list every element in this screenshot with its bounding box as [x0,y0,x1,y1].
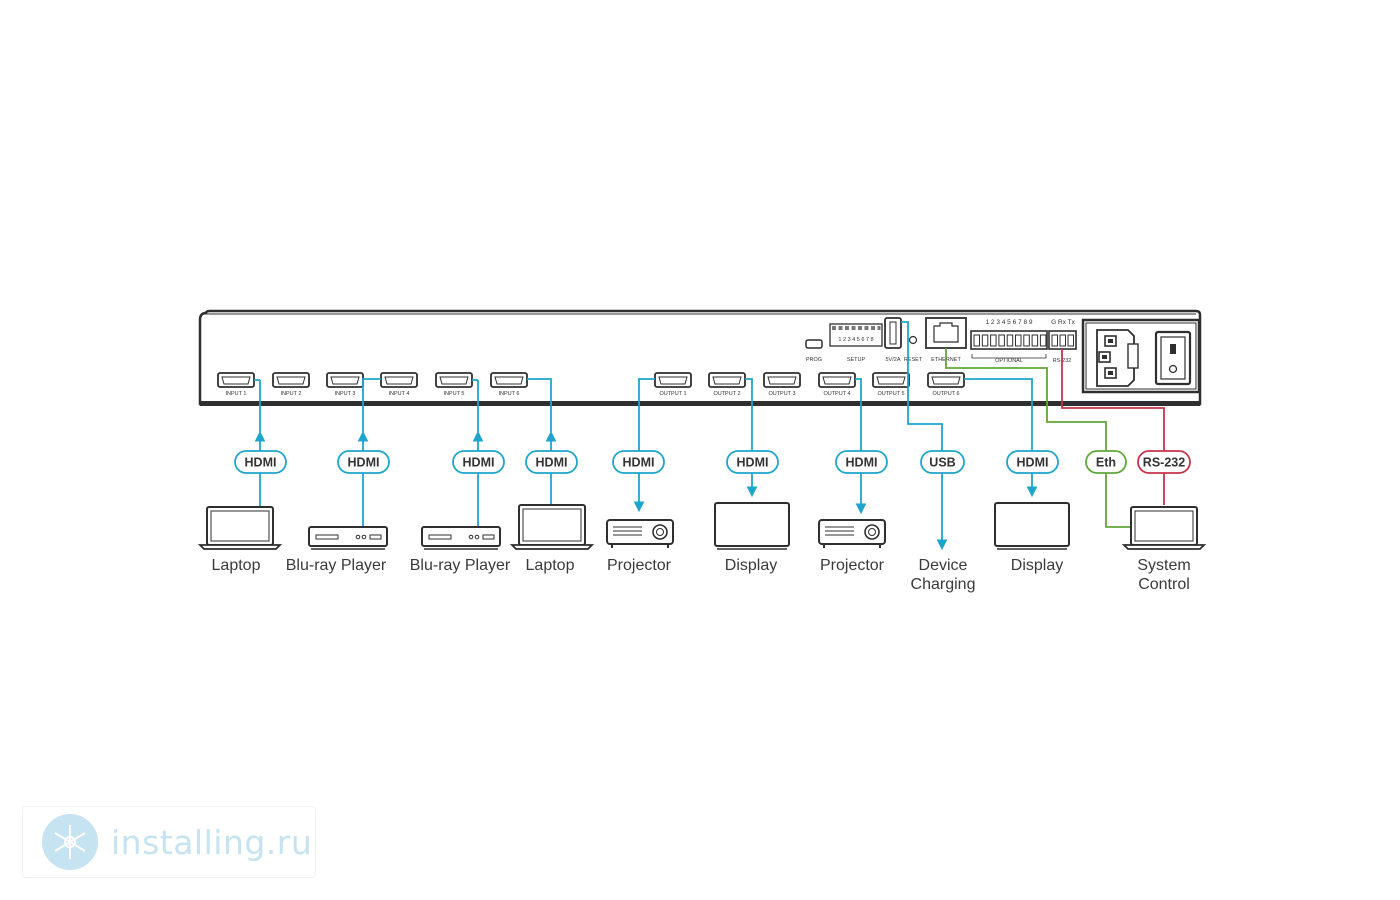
hdmi-output-port-1[interactable]: OUTPUT 1 [654,372,692,397]
hdmi-input-port-6[interactable]: INPUT 6 [490,372,528,397]
device-label: Control [1138,576,1190,593]
output-port-label: OUTPUT 6 [932,391,959,397]
laptop-icon [509,504,595,550]
display-icon [994,502,1070,550]
device-label: Charging [911,576,976,593]
projector-icon [818,519,886,548]
output-port-label: OUTPUT 2 [713,391,740,397]
laptop-icon [1121,506,1207,550]
device-label: System [1137,557,1190,574]
hdmi-output-port-3[interactable]: OUTPUT 3 [763,372,801,397]
output-port-label: OUTPUT 3 [768,391,795,397]
output-port-label: OUTPUT 1 [659,391,686,397]
prog-port[interactable]: PROG [805,339,823,363]
cable-label-usb: USB [920,450,965,474]
svg-text:RS-232: RS-232 [1143,456,1185,470]
power-switch[interactable] [1154,330,1192,386]
device-label: Display [1011,557,1063,574]
laptop-icon [197,506,283,550]
cable-labels: HDMI HDMI HDMI HDMI HDMI HDMI HDMI USB [234,450,1191,474]
reset-button[interactable]: RESET [904,335,923,364]
device-label: Projector [820,557,885,574]
output-ports: OUTPUT 1 OUTPUT 2 OUTPUT 3 OUTPUT 4 OUTP… [654,372,965,397]
terminal-numbers: 1 2 3 4 5 6 7 8 9 [986,319,1033,326]
cable-label-eth: Eth [1085,450,1127,474]
setup-label: SETUP [847,357,866,363]
svg-text:HDMI: HDMI [846,456,878,470]
svg-text:Eth: Eth [1096,456,1116,470]
hdmi-output-port-4[interactable]: OUTPUT 4 [818,372,856,397]
power-inlet-icon [1096,329,1139,387]
device-label: Laptop [526,557,575,574]
usb-label: 5V/2A [886,357,901,363]
optional-terminal-block[interactable]: 1 2 3 4 5 6 7 8 9 OPTIONAL [970,319,1048,364]
cable-label-hdmi: HDMI [234,450,287,474]
hdmi-input-port-4[interactable]: INPUT 4 [380,372,418,397]
svg-text:USB: USB [929,456,955,470]
input-port-label: INPUT 5 [444,391,465,397]
cable-label-hdmi: HDMI [612,450,665,474]
rs232-pins: G Rx Tx [1051,319,1075,326]
svg-text:HDMI: HDMI [245,456,277,470]
cable-label-hdmi: HDMI [337,450,390,474]
cable-label-hdmi: HDMI [726,450,779,474]
device-label: Laptop [212,557,261,574]
svg-text:HDMI: HDMI [737,456,769,470]
hdmi-output-port-2[interactable]: OUTPUT 2 [708,372,746,397]
device-label: Blu-ray Player [410,557,511,574]
devices [197,502,1207,550]
svg-text:HDMI: HDMI [348,456,380,470]
input-port-label: INPUT 3 [335,391,356,397]
cable-label-hdmi: HDMI [452,450,505,474]
hdmi-input-port-2[interactable]: INPUT 2 [272,372,310,397]
blu-ray-player-icon [308,526,388,550]
device-label: Projector [607,557,672,574]
hdmi-output-port-5[interactable]: OUTPUT 5 [872,372,910,397]
output-port-label: OUTPUT 5 [877,391,904,397]
blu-ray-player-icon [421,526,501,550]
watermark-text: installing.ru [111,822,313,862]
display-icon [714,502,790,550]
setup-dip-switch[interactable]: 1 2 3 4 5 6 7 8 SETUP [829,323,883,363]
cable-label-rs232: RS-232 [1137,450,1191,474]
svg-text:HDMI: HDMI [536,456,568,470]
input-port-label: INPUT 1 [226,391,247,397]
prog-label: PROG [806,357,822,363]
device-label: Device [919,557,968,574]
cable-label-hdmi: HDMI [835,450,888,474]
power-module [1081,318,1201,394]
device-label: Display [725,557,777,574]
cable-label-hdmi: HDMI [1006,450,1059,474]
optional-label: OPTIONAL [995,358,1023,364]
svg-text:HDMI: HDMI [1017,456,1049,470]
projector-icon [606,519,674,548]
setup-dip-numbers: 1 2 3 4 5 6 7 8 [838,337,873,343]
input-ports: INPUT 1 INPUT 2 INPUT 3 INPUT 4 INPUT 5 … [217,372,528,397]
device-labels: Laptop Blu-ray Player Blu-ray Player Lap… [212,557,1191,593]
watermark: installing.ru [22,806,316,878]
reset-label: RESET [904,357,923,363]
device-label: Blu-ray Player [286,557,387,574]
snowflake-chip-icon [42,814,98,870]
input-port-label: INPUT 2 [281,391,302,397]
usb-charging-port[interactable]: 5V/2A [884,317,902,363]
cable-label-hdmi: HDMI [525,450,578,474]
input-port-label: INPUT 4 [389,391,410,397]
svg-text:HDMI: HDMI [463,456,495,470]
input-port-label: INPUT 6 [499,391,520,397]
svg-text:HDMI: HDMI [623,456,655,470]
output-port-label: OUTPUT 4 [823,391,850,397]
hdmi-output-port-6[interactable]: OUTPUT 6 [927,372,965,397]
